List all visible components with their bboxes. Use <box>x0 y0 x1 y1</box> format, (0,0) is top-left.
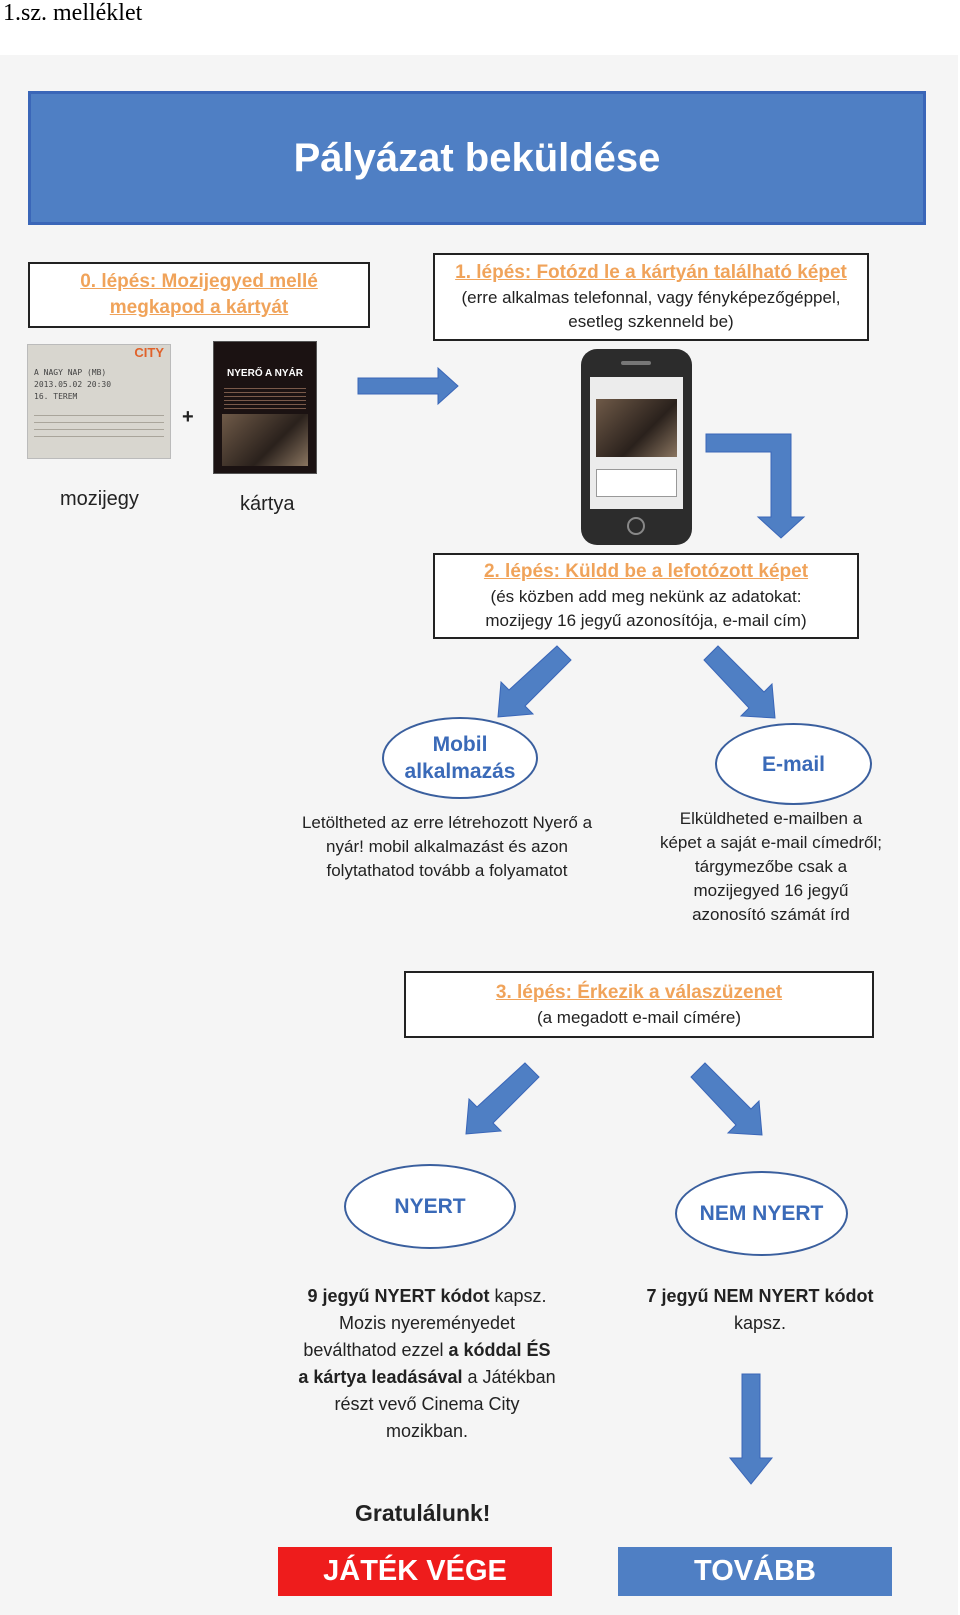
mobile-app-option: Mobil alkalmazás <box>382 717 538 799</box>
card-headline: NYERŐ A NYÁR <box>227 368 303 379</box>
not-won-description: 7 jegyű NEM NYERT kódot kapsz. <box>630 1283 890 1337</box>
banner-title: Pályázat beküldése <box>293 135 661 180</box>
not-won-option: NEM NYERT <box>675 1171 848 1256</box>
step0-title: 0. lépés: Mozijegyed mellé megkapod a ká… <box>80 271 318 318</box>
card-photo <box>222 414 308 466</box>
won-desc-text1: kapsz. Mozis nyereményedet beválthatod e… <box>303 1286 547 1360</box>
step2-subtitle: (és közben add meg nekünk az adatokat: m… <box>485 587 807 630</box>
card-text <box>224 385 306 411</box>
ticket-label: mozijegy <box>60 488 139 510</box>
game-over-button[interactable]: JÁTÉK VÉGE <box>278 1547 552 1596</box>
congrats-text: Gratulálunk! <box>355 1500 491 1526</box>
attachment-caption: 1.sz. melléklet <box>3 0 143 26</box>
arrow-down-right-icon <box>703 645 776 719</box>
not-won-desc-text: kapsz. <box>733 1313 787 1333</box>
email-description: Elküldheted e-mailben a képet a saját e-… <box>659 809 883 924</box>
phone-screen <box>590 377 683 509</box>
ticket-line: 2013.05.02 20:30 <box>34 380 112 389</box>
ticket-image: CITY A NAGY NAP (MB) 2013.05.02 20:30 16… <box>27 344 171 459</box>
phone-photo <box>596 399 677 457</box>
title-banner: Pályázat beküldése <box>28 91 926 225</box>
phone-text-field <box>596 469 677 497</box>
won-description: 9 jegyű NYERT kódot kapsz. Mozis nyeremé… <box>296 1283 558 1445</box>
email-label: E-mail <box>761 752 826 776</box>
not-won-desc-bold: 7 jegyű NEM NYERT kódot <box>646 1286 874 1306</box>
ticket-line: 16. TEREM <box>34 392 78 401</box>
mobile-app-description: Letöltheted az erre létrehozott Nyerő a … <box>301 813 593 880</box>
mobile-app-label: Mobil alkalmazás <box>404 733 516 783</box>
phone-speaker <box>621 361 651 365</box>
step0-box: 0. lépés: Mozijegyed mellé megkapod a ká… <box>28 262 370 328</box>
won-label: NYERT <box>394 1195 466 1218</box>
step1-box: 1. lépés: Fotózd le a kártyán található … <box>433 253 869 341</box>
arrow-down-left-icon <box>465 1062 540 1135</box>
plus-sign: + <box>182 406 194 428</box>
email-option: E-mail <box>715 723 872 805</box>
arrow-down-left-icon <box>497 645 572 718</box>
phone-image <box>581 349 692 545</box>
step3-box: 3. lépés: Érkezik a válaszüzenet (a mega… <box>404 971 874 1038</box>
step2-title: 2. lépés: Küldd be a lefotózott képet <box>483 561 809 582</box>
won-desc-bold2: a kóddal ÉS a kártya leadásával <box>298 1340 551 1387</box>
step1-subtitle: (erre alkalmas telefonnal, vagy fényképe… <box>461 288 841 331</box>
ticket-brand: CITY <box>134 345 164 360</box>
next-button[interactable]: TOVÁBB <box>618 1547 892 1596</box>
step2-box: 2. lépés: Küldd be a lefotózott képet (é… <box>433 553 859 639</box>
phone-home-button <box>627 517 645 535</box>
arrow-down-icon <box>728 1373 774 1485</box>
won-desc-text2: a Játékban részt vevő Cinema City mozikb… <box>334 1367 556 1441</box>
step3-title: 3. lépés: Érkezik a válaszüzenet <box>495 981 783 1003</box>
step1-title: 1. lépés: Fotózd le a kártyán található … <box>455 262 847 283</box>
won-option: NYERT <box>344 1164 516 1249</box>
not-won-label: NEM NYERT <box>699 1202 824 1225</box>
step3-subtitle: (a megadott e-mail címére) <box>536 1007 742 1027</box>
arrow-down-elbow-icon <box>705 433 806 539</box>
card-image: NYERŐ A NYÁR <box>213 341 317 474</box>
arrow-down-right-icon <box>690 1062 763 1136</box>
arrow-right-icon <box>357 366 459 406</box>
card-label: kártya <box>240 493 295 515</box>
ticket-rows <box>34 409 164 441</box>
won-desc-bold1: 9 jegyű NYERT kódot <box>307 1286 490 1306</box>
ticket-line: A NAGY NAP (MB) <box>34 368 107 377</box>
